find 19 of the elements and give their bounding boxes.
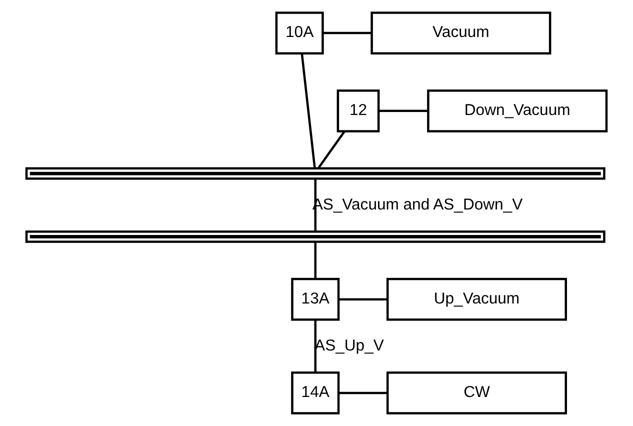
node-box: Up_Vacuum (386, 278, 567, 321)
connector (318, 130, 346, 169)
connector (338, 298, 388, 300)
node-box: CW (386, 372, 567, 414)
node-box: Down_Vacuum (427, 89, 608, 132)
edge-label: AS_Up_V (314, 337, 384, 354)
node-box: 13A (291, 278, 340, 321)
connector (322, 32, 372, 34)
node-box: 10A (275, 12, 324, 54)
connector (378, 110, 428, 112)
connector (314, 320, 316, 372)
node-bar (25, 167, 606, 180)
node-box: 12 (336, 89, 380, 132)
node-box: Vacuum (370, 12, 552, 54)
connector (300, 53, 316, 168)
node-bar (25, 230, 606, 243)
connector (338, 392, 388, 394)
node-box: 14A (291, 372, 340, 414)
connector (314, 242, 316, 278)
